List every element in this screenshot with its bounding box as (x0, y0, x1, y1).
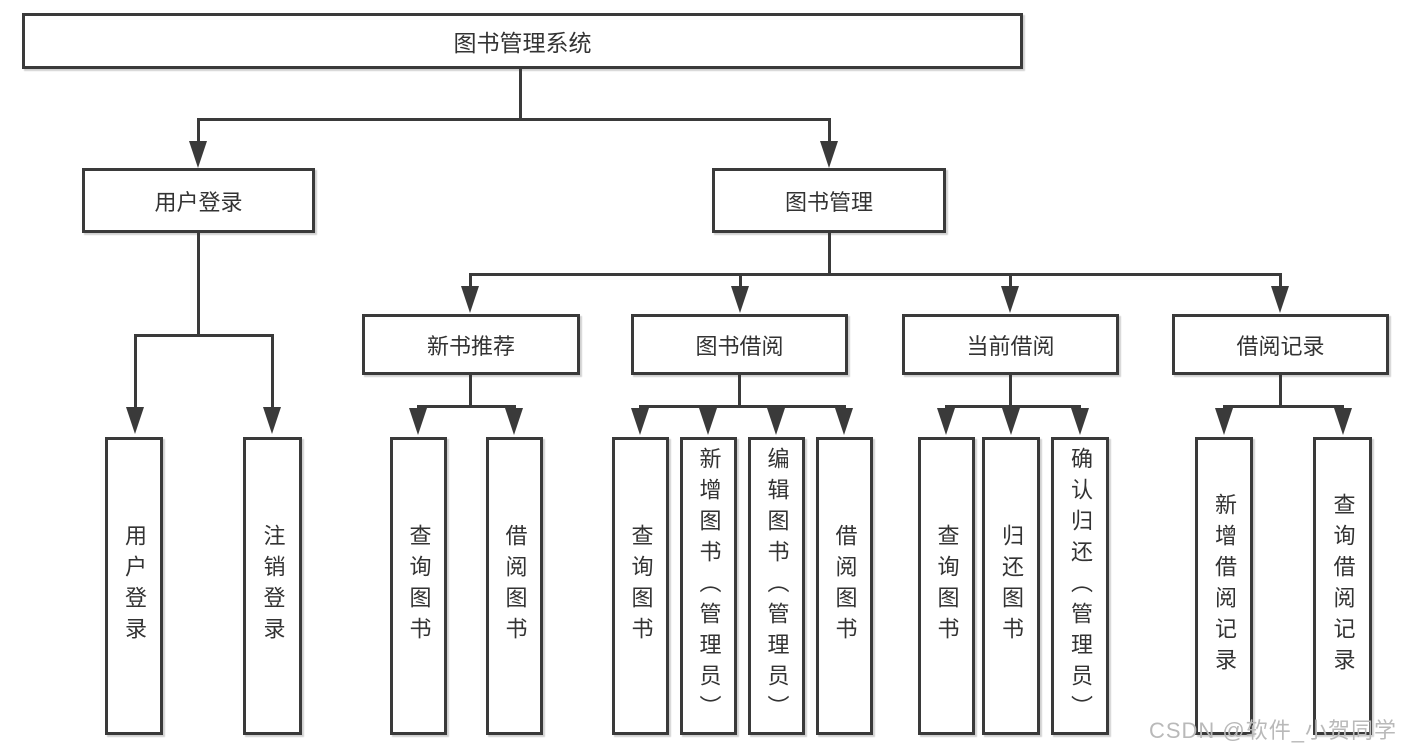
node-return-books: 归还图书 (982, 437, 1040, 735)
node-add-books-admin: 新增图书（管理员） (680, 437, 737, 735)
arrow-down-icon (1002, 408, 1020, 435)
connector-line (197, 118, 830, 121)
node-user-login-leaf: 用户登录 (105, 437, 163, 735)
arrow-down-icon (189, 141, 207, 168)
csdn-watermark: CSDN @软件_小贺同学 (1148, 718, 1397, 743)
node-query-books: 查询图书 (918, 437, 975, 735)
connector-line (828, 233, 831, 275)
node-add-borrow-record: 新增借阅记录 (1195, 437, 1253, 735)
node-borrowing-records: 借阅记录 (1172, 314, 1389, 375)
connector-line (469, 375, 472, 407)
connector-line (738, 375, 741, 407)
arrow-down-icon (1001, 286, 1019, 313)
node-label: 用户登录 (122, 524, 147, 648)
node-confirm-return-admin: 确认归还（管理员） (1051, 437, 1109, 735)
connector-line (134, 334, 274, 337)
arrow-down-icon (263, 407, 281, 434)
connector-line (1009, 375, 1012, 407)
connector-line (639, 405, 846, 408)
node-label: 借阅图书 (502, 524, 528, 648)
node-label: 确认归还（管理员） (1068, 446, 1093, 726)
arrow-down-icon (820, 141, 838, 168)
node-label: 借阅图书 (832, 524, 858, 648)
arrow-down-icon (1334, 408, 1352, 435)
node-book-borrowing: 图书借阅 (631, 314, 848, 375)
connector-line (519, 69, 522, 120)
arrow-down-icon (461, 286, 479, 313)
connector-line (1223, 405, 1344, 408)
node-book-management: 图书管理 (712, 168, 946, 233)
node-label: 查询图书 (934, 524, 960, 648)
connector-line (197, 233, 200, 336)
connector-line (134, 334, 137, 410)
arrow-down-icon (1215, 408, 1233, 435)
node-label: 查询图书 (628, 524, 654, 648)
arrow-down-icon (767, 408, 785, 435)
arrow-down-icon (1071, 408, 1089, 435)
connector-line (1009, 273, 1012, 287)
node-query-books: 查询图书 (390, 437, 447, 735)
node-label: 新增图书（管理员） (696, 446, 722, 726)
connector-line (271, 334, 274, 410)
node-library-management-system: 图书管理系统 (22, 13, 1023, 69)
arrow-down-icon (631, 408, 649, 435)
node-label: 归还图书 (999, 524, 1024, 648)
connector-line (1279, 375, 1282, 407)
node-borrow-books: 借阅图书 (816, 437, 873, 735)
connector-line (739, 273, 742, 287)
connector-line (828, 118, 831, 144)
arrow-down-icon (1271, 286, 1289, 313)
node-label: 查询借阅记录 (1330, 493, 1356, 679)
node-label: 查询图书 (406, 524, 432, 648)
node-query-borrow-record: 查询借阅记录 (1313, 437, 1372, 735)
arrow-down-icon (699, 408, 717, 435)
connector-line (197, 118, 200, 144)
arrow-down-icon (505, 408, 523, 435)
node-user-login: 用户登录 (82, 168, 315, 233)
arrow-down-icon (835, 408, 853, 435)
connector-line (469, 273, 472, 287)
connector-line (417, 405, 516, 408)
node-query-books: 查询图书 (612, 437, 669, 735)
node-label: 注销登录 (260, 524, 286, 648)
node-edit-books-admin: 编辑图书（管理员） (748, 437, 805, 735)
node-borrow-books: 借阅图书 (486, 437, 543, 735)
arrow-down-icon (937, 408, 955, 435)
arrow-down-icon (731, 286, 749, 313)
arrow-down-icon (126, 407, 144, 434)
connector-line (1279, 273, 1282, 287)
node-current-borrowing: 当前借阅 (902, 314, 1119, 375)
connector-line (469, 273, 1282, 276)
node-new-book-recommendation: 新书推荐 (362, 314, 580, 375)
node-logout: 注销登录 (243, 437, 302, 735)
node-label: 编辑图书（管理员） (764, 446, 790, 726)
node-label: 新增借阅记录 (1212, 493, 1237, 679)
connector-line (945, 405, 1081, 408)
arrow-down-icon (409, 408, 427, 435)
